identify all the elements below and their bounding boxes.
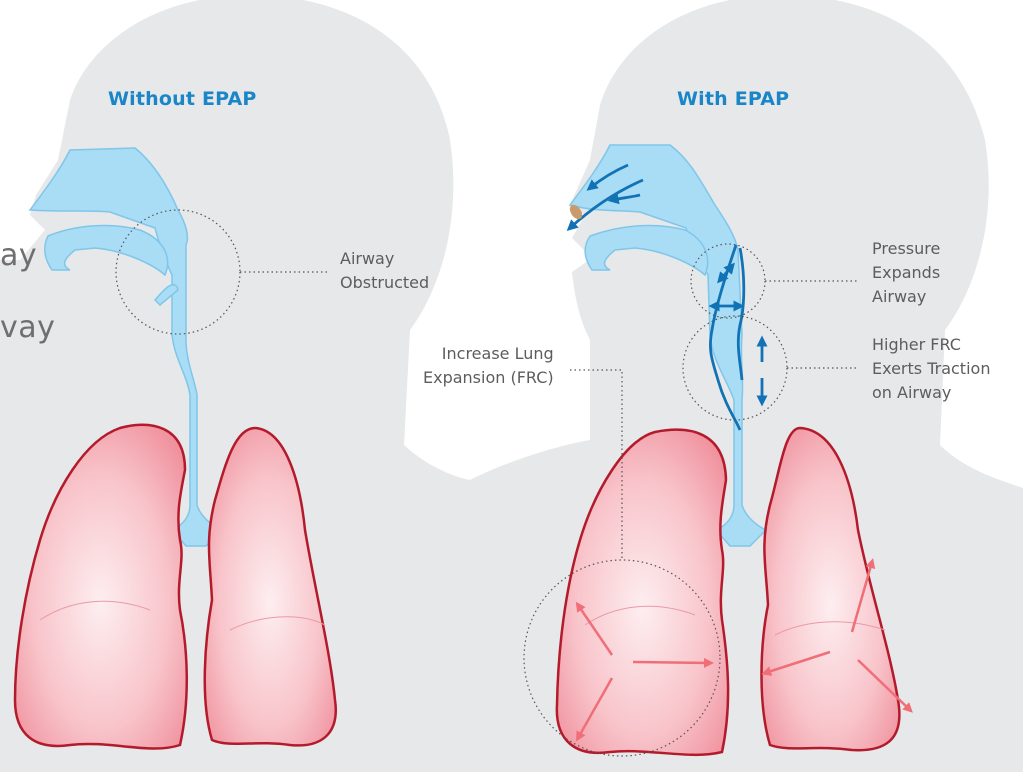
cropped-text-line-1: ay	[0, 238, 37, 273]
panel-title-with-epap: With EPAP	[677, 88, 789, 110]
callout-airway-obstructed: Airway Obstructed	[340, 247, 429, 295]
callout-increase-lung: Increase Lung Expansion (FRC)	[423, 342, 554, 390]
red-arrow	[633, 662, 710, 663]
panel-title-without-epap: Without EPAP	[108, 88, 257, 110]
callout-pressure-expands: Pressure Expands Airway	[872, 237, 940, 309]
cropped-text-line-2: vay	[0, 310, 55, 345]
callout-higher-frc: Higher FRC Exerts Traction on Airway	[872, 333, 990, 405]
